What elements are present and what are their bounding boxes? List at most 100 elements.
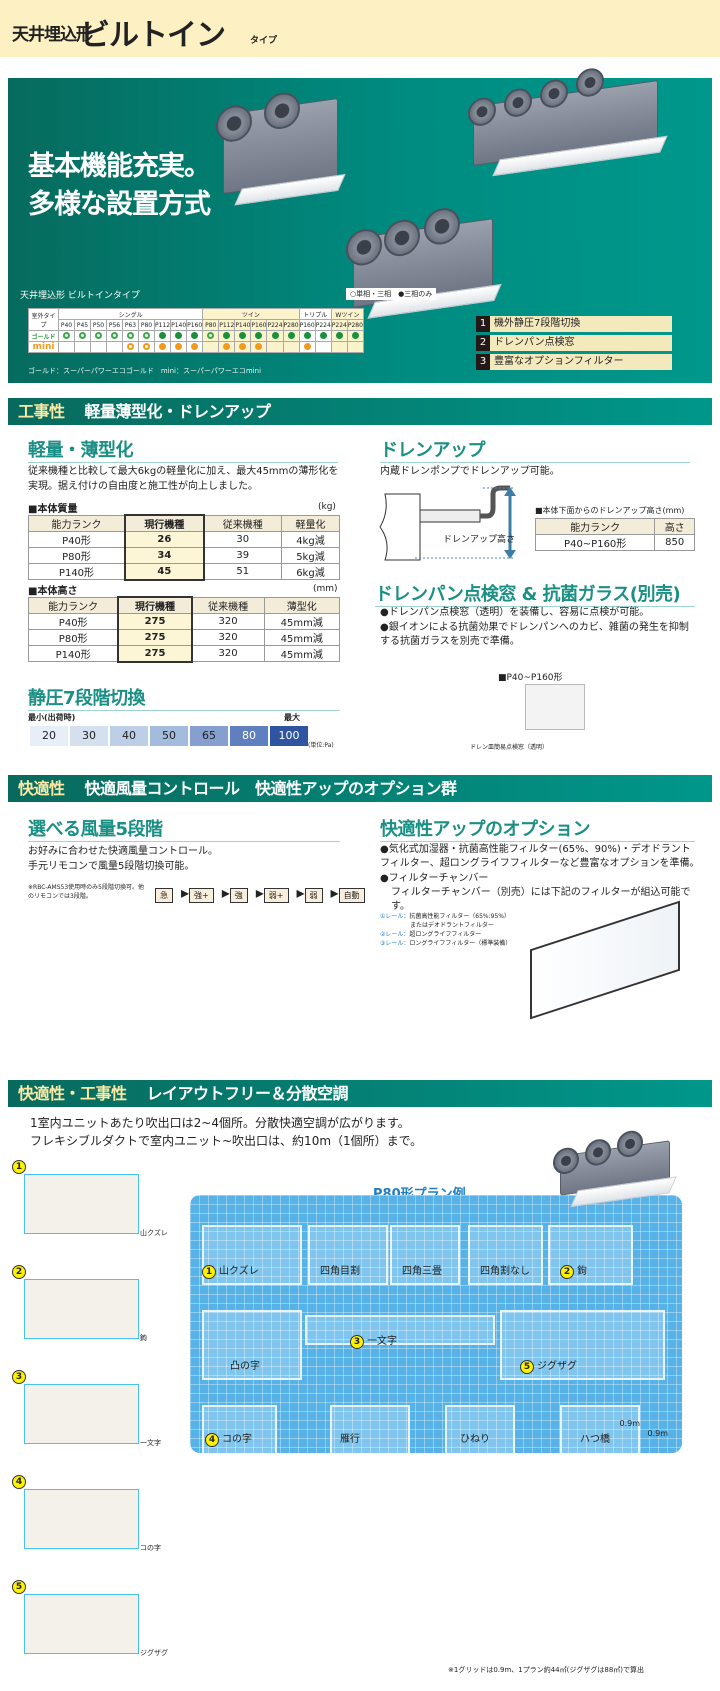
matrix-cell [58,341,75,353]
scene-number: 3 [12,1370,26,1384]
matrix-cell [122,341,139,353]
pressure-step: 65 [190,726,228,746]
fan-step: 強 [229,888,248,903]
matrix-cell [266,341,284,353]
pressure-step: 20 [30,726,68,746]
matrix-model: P140 [234,319,252,331]
matrix-model: P140 [170,319,188,331]
matrix-cell [90,341,107,353]
matrix-cell [170,330,188,342]
window-bullet-2: ●銀イオンによる抗菌効果でドレンパンへのカビ、雑菌の発生を抑制する抗菌ガラスを別… [380,622,689,647]
hero-catchcopy: 基本機能充実。 多様な設置方式 [28,151,211,220]
fan-step: 弱 [304,888,323,903]
matrix-cell [218,341,236,353]
matrix-cell [330,341,348,353]
product-image-plan [553,1129,678,1208]
matrix-cell [234,330,252,342]
matrix-cell [202,330,220,342]
mass-title: ■本体質量 [28,504,78,515]
matrix-model: P224 [314,319,332,331]
matrix-cell [266,330,284,342]
scene-illustration [24,1594,139,1654]
matrix-cell [153,341,172,353]
plan-label: ひねり [460,1434,490,1445]
matrix-model: P56 [106,319,123,331]
matrix-model: P63 [122,319,139,331]
matrix-cell [74,330,91,342]
window-figure-title: ■P40~P160形 [498,673,563,683]
height-unit: (mm) [313,584,338,594]
matrix-model: P224 [330,319,348,331]
matrix-model: P224 [266,319,284,331]
scene-label: 山クズレ [140,1229,168,1237]
plan-shape [500,1310,665,1380]
plan-label: 雁行 [340,1434,360,1445]
fan-step: 急 [155,888,173,903]
pressure-step: 30 [70,726,108,746]
plan-shape [445,1405,515,1480]
plan-label: 四角三畳 [402,1266,442,1277]
fan-step: 自動 [338,888,365,903]
matrix-model: P80 [202,319,220,331]
section-bar-comfort: 快適性快適風量コントロール 快適性アップのオプション群 [8,775,712,802]
layout-text-1: 1室内ユニットあたり吹出口は2~4個所。分散快適空調が広がります。 [30,1116,410,1130]
matrix-cell [250,341,268,353]
pressure-step: 100 [270,726,308,746]
scene-label: コの字 [140,1544,161,1552]
pressure-min-label: 最小(出荷時) [28,713,76,722]
fan-step: 強+ [189,888,214,903]
header-suffix: タイプ [250,36,278,46]
matrix-cell [106,330,123,342]
rail-item: ③レール：ロングライフフィルター（標準装備） [380,940,512,947]
page-header: 天井埋込形 ビルトイン タイプ [0,0,720,57]
matrix-cell [346,341,364,353]
matrix-model: P80 [138,319,155,331]
light-text: 従来機種と比較して最大6kgの軽量化に加え、最大45mmの薄形化を実現。据え付け… [28,466,339,492]
fan-note: ※RBC-AMS53使用時のみ5段階切換可。他のリモコンでは3段階。 [28,884,144,900]
scene-label: 一文字 [140,1439,161,1447]
plan-shape [202,1310,302,1380]
matrix-cell [202,341,220,353]
fan-step: 弱+ [263,888,289,903]
scene-number: 4 [12,1475,26,1489]
product-image-2duct [216,90,346,206]
rail-item: ①レール：抗菌高性能フィルター（65%:95%） [380,913,510,920]
plan-shape [468,1225,543,1285]
matrix-group: トリプル [298,308,332,320]
rail-item: またはデオドラントフィルター [410,922,494,929]
matrix-model: P160 [250,319,268,331]
matrix-model: P40 [58,319,75,331]
pressure-step: 80 [230,726,268,746]
matrix-model: P160 [186,319,204,331]
matrix-cell [186,341,204,353]
mass-unit: (kg) [318,502,336,512]
window-figure-caption: ドレン皿簡易点検窓（透明） [470,744,549,751]
plan-label: ハつ橋 [580,1434,610,1445]
scene-label: ジグザグ [140,1649,168,1657]
matrix-model: P280 [282,319,300,331]
matrix-cell [170,341,188,353]
table-row: 能力ランク現行機種従来機種軽量化 [27,514,341,532]
plan-footnote: ※1グリッドは0.9m、1プラン約44㎡(ジグザグは88㎡)で算出 [448,1666,644,1674]
product-image-4duct [468,66,669,177]
matrix-cell [90,330,107,342]
matrix-cell [153,330,172,342]
drain-height-label: ドレンアップ高さ [443,535,516,545]
